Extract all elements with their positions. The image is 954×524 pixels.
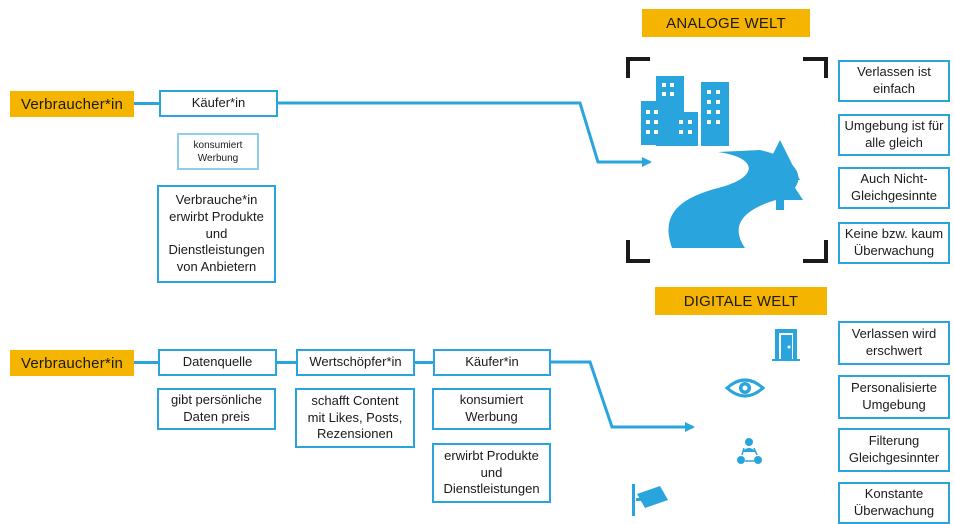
digital-property-label: Verlassen wird erschwert <box>851 326 937 358</box>
tree-icon <box>757 140 803 210</box>
digital-property-box: Verlassen wird erschwert <box>838 321 950 365</box>
digital-property-label: Konstante Überwachung <box>853 486 935 518</box>
analog-world-header-label: ANALOGE WELT <box>666 14 786 32</box>
analog-connector-1 <box>134 102 159 105</box>
analog-property-box: Auch Nicht- Gleichgesinnte <box>838 167 950 209</box>
analog-property-label: Umgebung ist für alle gleich <box>844 118 944 150</box>
analog-buyer-box: Käufer*in <box>159 90 278 117</box>
network-people-icon <box>737 438 762 464</box>
analog-consumer-label: Verbraucher*in <box>20 95 124 113</box>
digital-world-header-label: DIGITALE WELT <box>683 292 799 310</box>
analog-consumer-tag: Verbraucher*in <box>10 91 134 117</box>
data-source-label: Datenquelle <box>182 354 253 370</box>
data-source-box: Datenquelle <box>158 349 277 376</box>
digital-buyer-box: Käufer*in <box>433 349 551 376</box>
analog-property-box: Umgebung ist für alle gleich <box>838 114 950 156</box>
city-buildings-icon <box>641 76 729 146</box>
analog-frame <box>626 57 828 263</box>
digital-property-box: Konstante Überwachung <box>838 482 950 524</box>
door-icon <box>772 329 800 361</box>
analog-property-label: Verlassen ist einfach <box>857 64 931 96</box>
digital-consumer-tag: Verbraucher*in <box>10 350 134 376</box>
analog-world-header: ANALOGE WELT <box>642 9 810 37</box>
analog-consumes-ad-label: konsumiert Werbung <box>193 139 243 164</box>
eye-icon <box>724 378 766 398</box>
digital-property-box: Filterung Gleichgesinnter <box>838 428 950 472</box>
analog-buyer-label: Käufer*in <box>191 95 246 111</box>
surveillance-camera-icon <box>632 484 668 516</box>
digital-property-label: Personalisierte Umgebung <box>851 380 937 412</box>
digital-acquires-label: erwirbt Produkte und Dienstleistungen <box>443 447 540 497</box>
digital-flow-arrow <box>551 360 695 432</box>
analog-acquires-box: Verbrauche*in erwirbt Produkte und Diens… <box>157 185 276 283</box>
analog-consumes-ad-box: konsumiert Werbung <box>177 133 259 170</box>
value-creator-label: Wertschöpfer*in <box>309 354 402 370</box>
digital-consumer-label: Verbraucher*in <box>20 354 124 372</box>
digital-world-header: DIGITALE WELT <box>655 287 827 315</box>
data-source-desc-box: gibt persönliche Daten preis <box>157 388 276 430</box>
analog-acquires-label: Verbrauche*in erwirbt Produkte und Diens… <box>168 191 265 275</box>
digital-connector-3 <box>415 361 433 364</box>
analog-property-label: Keine bzw. kaum Überwachung <box>844 226 944 258</box>
value-creator-desc-box: schafft Content mit Likes, Posts, Rezens… <box>295 388 415 448</box>
analog-property-label: Auch Nicht- Gleichgesinnte <box>851 171 937 203</box>
data-source-desc-label: gibt persönliche Daten preis <box>170 392 263 424</box>
digital-acquires-box: erwirbt Produkte und Dienstleistungen <box>432 443 551 503</box>
analog-flow-arrow <box>278 101 652 167</box>
digital-consumes-ad-box: konsumiert Werbung <box>432 388 551 430</box>
value-creator-desc-label: schafft Content mit Likes, Posts, Rezens… <box>307 392 403 442</box>
digital-consumes-ad-label: konsumiert Werbung <box>459 392 524 424</box>
analog-property-box: Keine bzw. kaum Überwachung <box>838 222 950 264</box>
digital-property-label: Filterung Gleichgesinnter <box>848 433 940 465</box>
value-creator-box: Wertschöpfer*in <box>296 349 415 376</box>
analog-property-box: Verlassen ist einfach <box>838 60 950 102</box>
digital-connector-1 <box>134 361 158 364</box>
digital-buyer-label: Käufer*in <box>465 354 519 370</box>
digital-connector-2 <box>277 361 296 364</box>
digital-property-box: Personalisierte Umgebung <box>838 375 950 419</box>
